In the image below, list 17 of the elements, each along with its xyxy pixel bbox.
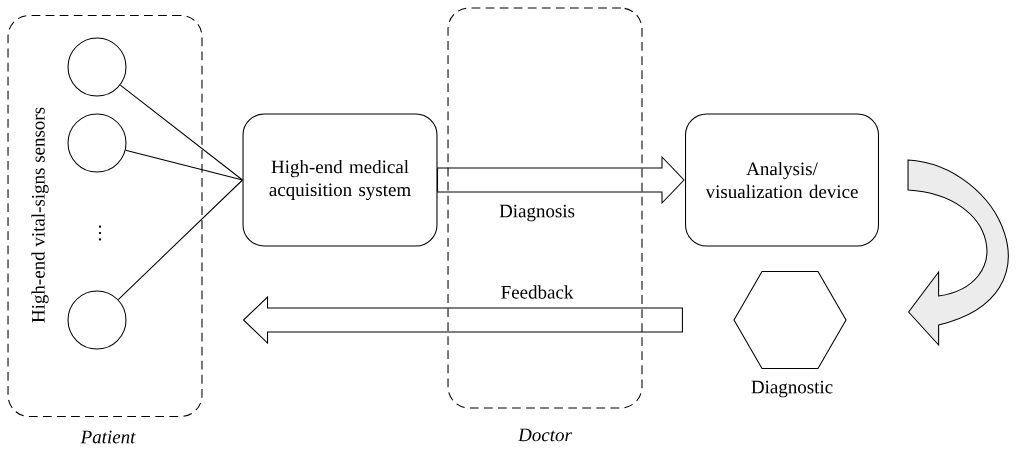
process-box: Analysis/ visualization device xyxy=(685,113,879,247)
node-caption: Diagnostic xyxy=(751,380,833,398)
connector-line xyxy=(119,84,244,181)
process-box: High-end medical acquisition system xyxy=(242,113,438,247)
connector-line xyxy=(117,179,244,301)
block-arrow xyxy=(437,155,685,205)
node-caption: Doctor xyxy=(517,428,572,442)
edge-label: Feedback xyxy=(501,285,574,299)
sensor-circle xyxy=(67,37,127,97)
sensor-circle xyxy=(67,290,127,350)
curved-block-arrow xyxy=(907,159,1009,346)
edge-label: Diagnosis xyxy=(499,204,575,222)
node-caption: Patient xyxy=(80,430,136,444)
sensor-circle xyxy=(67,113,127,173)
connector-line xyxy=(125,149,244,181)
block-arrow xyxy=(242,295,683,345)
ellipsis-mark: … xyxy=(98,225,102,241)
